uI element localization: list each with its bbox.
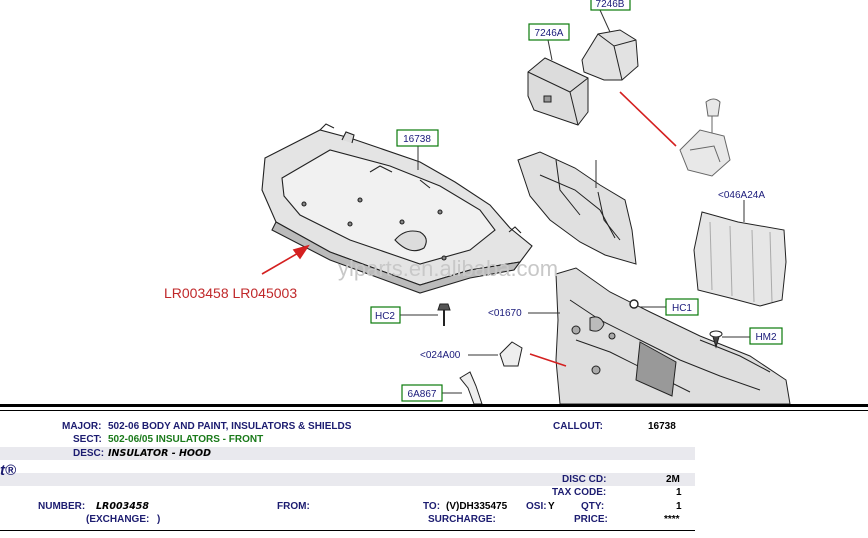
top-divider-thin: [0, 410, 868, 411]
sect-label: SECT:: [73, 434, 102, 445]
svg-text:16738: 16738: [403, 134, 431, 145]
row-stripe: [0, 447, 695, 460]
svg-text:<024A00: <024A00: [420, 350, 461, 361]
logo-fragment: t®: [0, 462, 17, 479]
bottom-divider: [0, 530, 695, 531]
osi-label: OSI:: [526, 501, 547, 512]
clip-hc2: [437, 303, 451, 326]
svg-text:7246B: 7246B: [596, 0, 625, 10]
part-numbers-label: LR003458 LR045003: [164, 285, 297, 301]
callout-16738[interactable]: 16738: [396, 129, 439, 147]
exchange-value: ): [157, 514, 161, 525]
callout-label: CALLOUT:: [553, 421, 603, 432]
hood-insulator-part: [261, 123, 533, 294]
callout-hc2[interactable]: HC2: [370, 306, 401, 324]
number-label: NUMBER:: [38, 501, 86, 512]
callout-046a24a[interactable]: <046A24A: [718, 190, 765, 201]
firewall-assembly: [555, 267, 791, 404]
disc-cd-value: 2M: [666, 474, 680, 485]
bracket-024a00: [499, 341, 523, 367]
gear-shifter-part: [679, 98, 731, 177]
callout-value: 16738: [648, 421, 676, 432]
desc-value: INSULATOR - HOOD: [108, 448, 211, 459]
callout-7246b[interactable]: 7246B: [590, 0, 631, 11]
from-label: FROM:: [277, 501, 310, 512]
callout-024a00[interactable]: <024A00: [420, 350, 461, 361]
callout-hc1[interactable]: HC1: [665, 298, 699, 316]
price-label: PRICE:: [574, 514, 608, 525]
callout-01670[interactable]: <01670: [488, 308, 522, 319]
desc-label: DESC:: [73, 448, 105, 459]
exchange-label: (EXCHANGE:: [86, 514, 150, 525]
surcharge-label: SURCHARGE:: [428, 514, 496, 525]
callout-6a867[interactable]: 6A867: [401, 384, 443, 402]
price-value: ****: [664, 514, 680, 525]
tax-code-label: TAX CODE:: [552, 487, 607, 498]
to-label: TO:: [423, 501, 441, 512]
qty-value: 1: [676, 501, 682, 512]
leader-lines: [400, 9, 750, 394]
number-value: LR003458: [96, 501, 150, 512]
disc-cd-label: DISC CD:: [562, 474, 607, 485]
svg-text:6A867: 6A867: [408, 389, 437, 400]
red-pointer-arrows: [261, 91, 677, 367]
svg-text:<046A24A: <046A24A: [718, 190, 765, 201]
plug-hm2: [709, 330, 723, 349]
dash-insulator-panel: [517, 151, 637, 265]
svg-text:HC1: HC1: [672, 303, 692, 314]
tax-code-value: 1: [676, 487, 682, 498]
insulator-block-7246a: [527, 57, 589, 126]
qty-label: QTY:: [581, 501, 605, 512]
callout-hm2[interactable]: HM2: [749, 327, 783, 345]
major-label: MAJOR:: [62, 421, 102, 432]
watermark-text: ylparts.en.alibaba.com: [338, 256, 558, 281]
svg-text:7246A: 7246A: [535, 28, 564, 39]
parts-diagram: 7246B 7246A 16738 <046A24A HC2 <01670 HC…: [164, 0, 791, 404]
svg-text:HC2: HC2: [375, 311, 395, 322]
callout-7246a[interactable]: 7246A: [528, 23, 570, 41]
row-stripe: [0, 473, 695, 486]
svg-text:<01670: <01670: [488, 308, 522, 319]
svg-text:HM2: HM2: [755, 332, 777, 343]
osi-value: Y: [548, 501, 555, 512]
side-insulator-panel: [693, 211, 787, 307]
insulator-block-7246b: [581, 29, 639, 81]
grommet-hc1: [629, 299, 639, 309]
major-value: 502-06 BODY AND PAINT, INSULATORS & SHIE…: [108, 421, 352, 432]
top-divider: [0, 404, 868, 407]
sect-value: 502-06/05 INSULATORS - FRONT: [108, 434, 264, 445]
to-value: (V)DH335475: [446, 501, 508, 512]
part-info-panel: MAJOR: 502-06 BODY AND PAINT, INSULATORS…: [0, 404, 868, 538]
bracket-6a867: [459, 371, 483, 404]
